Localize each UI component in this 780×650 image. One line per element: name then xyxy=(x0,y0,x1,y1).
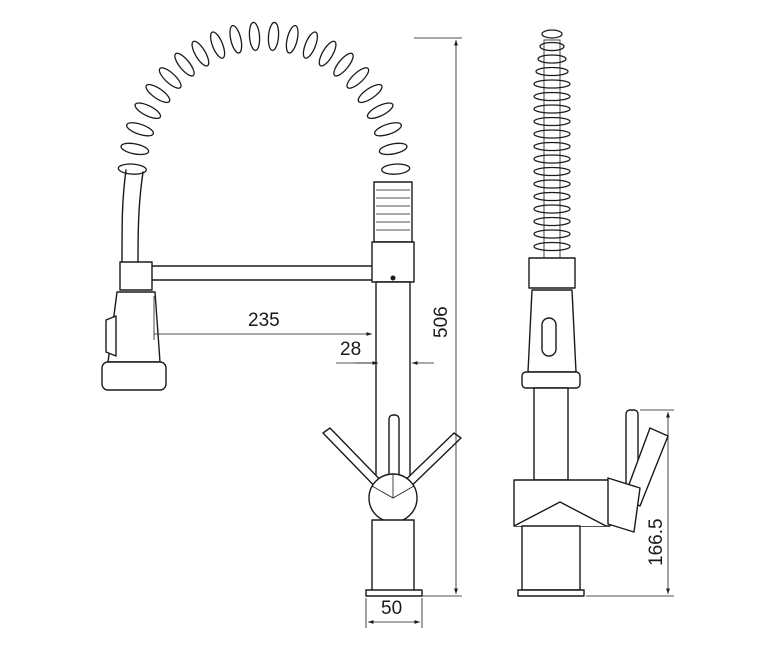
coil-ring xyxy=(209,31,226,59)
coil-ring xyxy=(145,83,171,104)
coil-ring xyxy=(533,79,571,89)
coil-ring xyxy=(533,166,571,177)
coil-ring xyxy=(381,163,411,175)
dimension-235-label: 235 xyxy=(248,310,280,331)
coil-ring xyxy=(533,179,571,189)
coil-ring xyxy=(158,67,182,89)
coil-ring xyxy=(378,142,408,156)
faucet-body xyxy=(322,181,462,597)
side-view: 166.5 xyxy=(513,29,674,597)
coil-ring xyxy=(533,191,571,202)
spray-button xyxy=(541,317,557,357)
coil-ring xyxy=(539,41,565,52)
front-view: 235 28 506 50 xyxy=(101,21,462,628)
coil-ring xyxy=(533,104,571,114)
coil-ring xyxy=(541,29,563,39)
coil-ring xyxy=(533,204,571,214)
dimension-50-label: 50 xyxy=(381,598,402,619)
coil-ring xyxy=(535,66,569,77)
spray-head xyxy=(101,261,167,391)
dimension-166-5: 166.5 xyxy=(586,409,674,597)
spout-tube xyxy=(121,169,127,263)
coil-ring xyxy=(302,31,319,59)
coil-ring xyxy=(533,129,571,139)
hose-arm xyxy=(149,265,377,281)
coil-ring xyxy=(333,52,354,77)
coil-ring xyxy=(533,91,571,102)
coil-ring xyxy=(134,102,162,120)
dimension-506: 506 xyxy=(414,37,462,597)
coil-ring xyxy=(533,229,571,239)
coil-ring xyxy=(537,54,567,64)
coil-ring xyxy=(366,102,394,120)
dimension-166-5-label: 166.5 xyxy=(646,518,667,566)
coil-ring xyxy=(533,241,571,252)
dimension-50: 50 xyxy=(365,598,423,628)
coil-ring xyxy=(373,122,403,137)
coil-ring xyxy=(191,40,210,67)
spring-coil xyxy=(117,21,411,175)
dimension-506-label: 506 xyxy=(431,306,452,338)
coil-ring xyxy=(120,142,150,156)
coil-ring xyxy=(117,163,147,175)
coil-ring xyxy=(533,116,571,127)
coil-ring xyxy=(267,21,280,52)
coil-ring xyxy=(125,122,155,137)
coil-ring xyxy=(346,67,370,89)
coil-ring xyxy=(357,83,383,104)
side-spring-coil xyxy=(533,29,571,259)
dimension-235: 235 xyxy=(153,296,372,340)
coil-ring xyxy=(174,52,195,77)
coil-ring xyxy=(229,24,243,54)
coil-ring xyxy=(318,40,337,67)
coil-ring xyxy=(533,216,571,227)
coil-ring xyxy=(285,24,299,54)
coil-ring xyxy=(533,141,571,152)
dimension-28-label: 28 xyxy=(340,339,361,360)
coil-ring xyxy=(248,21,261,52)
dimension-28: 28 xyxy=(336,339,434,365)
coil-ring xyxy=(533,154,571,164)
